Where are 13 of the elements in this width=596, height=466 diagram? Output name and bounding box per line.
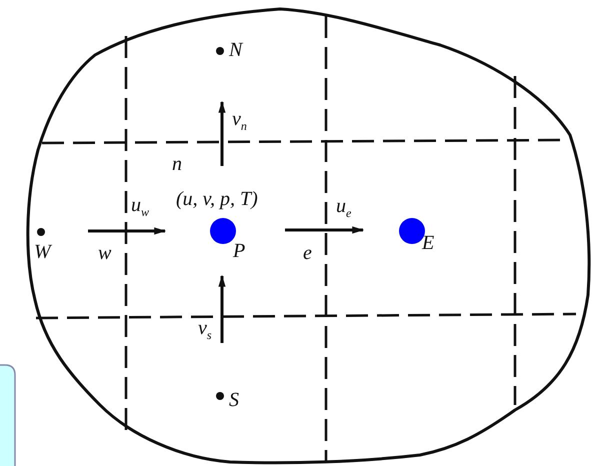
point-label: E	[422, 233, 434, 253]
point-label: W	[34, 242, 51, 262]
point-label: v$_{s}$	[198, 318, 212, 341]
point-label: N	[229, 40, 242, 60]
point-label: n	[172, 154, 182, 174]
point-label: (u, v, p, T)	[176, 189, 258, 209]
point-label: S	[229, 390, 239, 410]
point-label: u$_{e}$	[336, 196, 352, 219]
point-label: e	[303, 243, 312, 263]
point-label: P	[233, 241, 246, 261]
point-label: v$_{n}$	[232, 109, 247, 132]
point-label: w	[98, 243, 112, 263]
point-label: u$_{w}$	[131, 195, 150, 218]
